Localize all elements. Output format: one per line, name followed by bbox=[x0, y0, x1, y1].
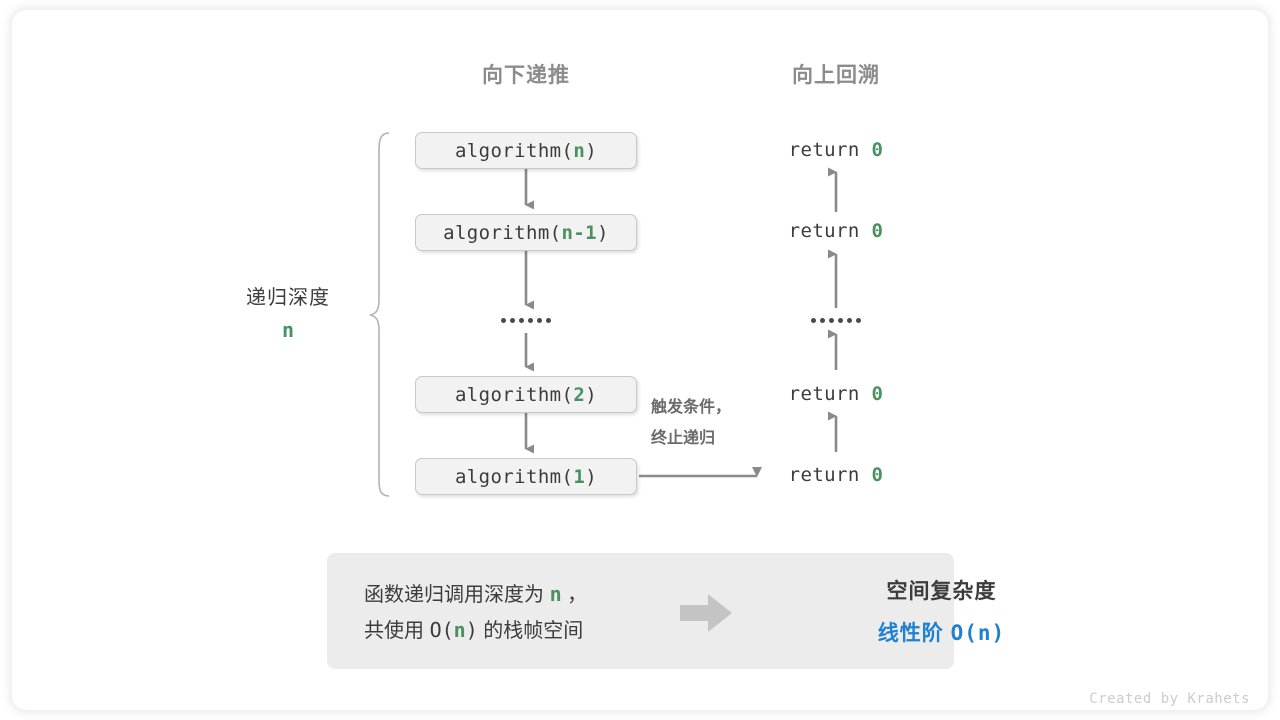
return-label-2: return 0 bbox=[789, 220, 884, 242]
call-box-close: ) bbox=[585, 465, 598, 488]
dot bbox=[519, 318, 524, 323]
call-box-n[interactable]: algorithm(n) bbox=[415, 132, 637, 169]
call-box-arg: n-1 bbox=[561, 221, 598, 244]
return-value: 0 bbox=[871, 220, 884, 242]
call-box-label: algorithm( bbox=[454, 139, 574, 162]
return-label-1: return 0 bbox=[789, 139, 884, 161]
dot bbox=[829, 318, 834, 323]
recursion-depth-title: 递归深度 bbox=[246, 287, 330, 309]
call-box-close: ) bbox=[585, 139, 598, 162]
terminate-condition-line2: 终止递归 bbox=[651, 430, 716, 447]
return-keyword: return bbox=[788, 220, 872, 242]
ellipsis-right bbox=[811, 318, 861, 323]
summary-line-1: 函数递归调用深度为 n ， bbox=[364, 577, 587, 613]
recursion-depth-label: 递归深度 n bbox=[246, 281, 330, 342]
return-keyword: return bbox=[788, 139, 872, 161]
return-keyword: return bbox=[788, 464, 872, 486]
terminate-condition-note: 触发条件， 终止递归 bbox=[651, 392, 731, 454]
call-box-label: algorithm( bbox=[454, 383, 574, 406]
return-label-4: return 0 bbox=[789, 464, 884, 486]
recursion-depth-value: n bbox=[281, 318, 295, 342]
dot bbox=[537, 318, 542, 323]
space-complexity-title: 空间复杂度 bbox=[886, 580, 997, 603]
dot bbox=[510, 318, 515, 323]
right-block-arrow-icon bbox=[680, 594, 732, 632]
dot bbox=[838, 318, 843, 323]
call-box-arg: 2 bbox=[573, 383, 586, 406]
dot bbox=[546, 318, 551, 323]
dot bbox=[501, 318, 506, 323]
call-box-2[interactable]: algorithm(2) bbox=[415, 376, 637, 413]
summary-line-1-suffix: ， bbox=[561, 584, 588, 606]
return-label-3: return 0 bbox=[789, 383, 884, 405]
terminate-condition-line1: 触发条件， bbox=[651, 399, 732, 416]
column-header-recursion-up: 向上回溯 bbox=[792, 64, 880, 87]
return-keyword: return bbox=[788, 383, 872, 405]
dot bbox=[528, 318, 533, 323]
watermark-credit: Created by Krahets bbox=[1089, 691, 1250, 707]
summary-description: 函数递归调用深度为 n ， 共使用 O(n) 的栈帧空间 bbox=[364, 577, 587, 649]
summary-line-1-prefix: 函数递归调用深度为 bbox=[364, 584, 550, 606]
summary-panel: 函数递归调用深度为 n ， 共使用 O(n) 的栈帧空间 空间复杂度 线性阶 O… bbox=[327, 553, 1004, 669]
dot bbox=[811, 318, 816, 323]
summary-line-2-suffix: 的栈帧空间 bbox=[477, 620, 584, 642]
column-header-recursion-down: 向下递推 bbox=[482, 64, 570, 87]
call-box-1[interactable]: algorithm(1) bbox=[415, 458, 637, 495]
summary-line-2-n: n bbox=[453, 618, 466, 642]
ellipsis-left bbox=[501, 318, 551, 323]
call-box-label: algorithm( bbox=[443, 221, 562, 244]
return-value: 0 bbox=[871, 383, 884, 405]
summary-conclusion: 空间复杂度 线性阶 O(n) bbox=[839, 575, 1044, 647]
space-complexity-order: 线性阶 bbox=[877, 622, 951, 645]
summary-line-2-close: ) bbox=[465, 618, 478, 642]
space-complexity-expression: O(n) bbox=[950, 621, 1006, 645]
call-box-close: ) bbox=[585, 383, 598, 406]
dot bbox=[847, 318, 852, 323]
call-box-arg: n bbox=[573, 139, 586, 162]
call-box-close: ) bbox=[597, 221, 609, 244]
call-box-n-minus-1[interactable]: algorithm(n-1) bbox=[415, 214, 637, 251]
return-value: 0 bbox=[871, 464, 884, 486]
summary-line-2: 共使用 O(n) 的栈帧空间 bbox=[364, 613, 587, 649]
dot bbox=[820, 318, 825, 323]
space-complexity-value: 线性阶 O(n) bbox=[839, 617, 1044, 647]
call-box-arg: 1 bbox=[573, 465, 586, 488]
dot bbox=[856, 318, 861, 323]
return-value: 0 bbox=[871, 139, 884, 161]
call-box-label: algorithm( bbox=[454, 465, 574, 488]
summary-line-2-o: O( bbox=[429, 618, 454, 642]
summary-line-2-prefix: 共使用 bbox=[364, 620, 430, 642]
summary-line-1-n: n bbox=[549, 582, 562, 606]
